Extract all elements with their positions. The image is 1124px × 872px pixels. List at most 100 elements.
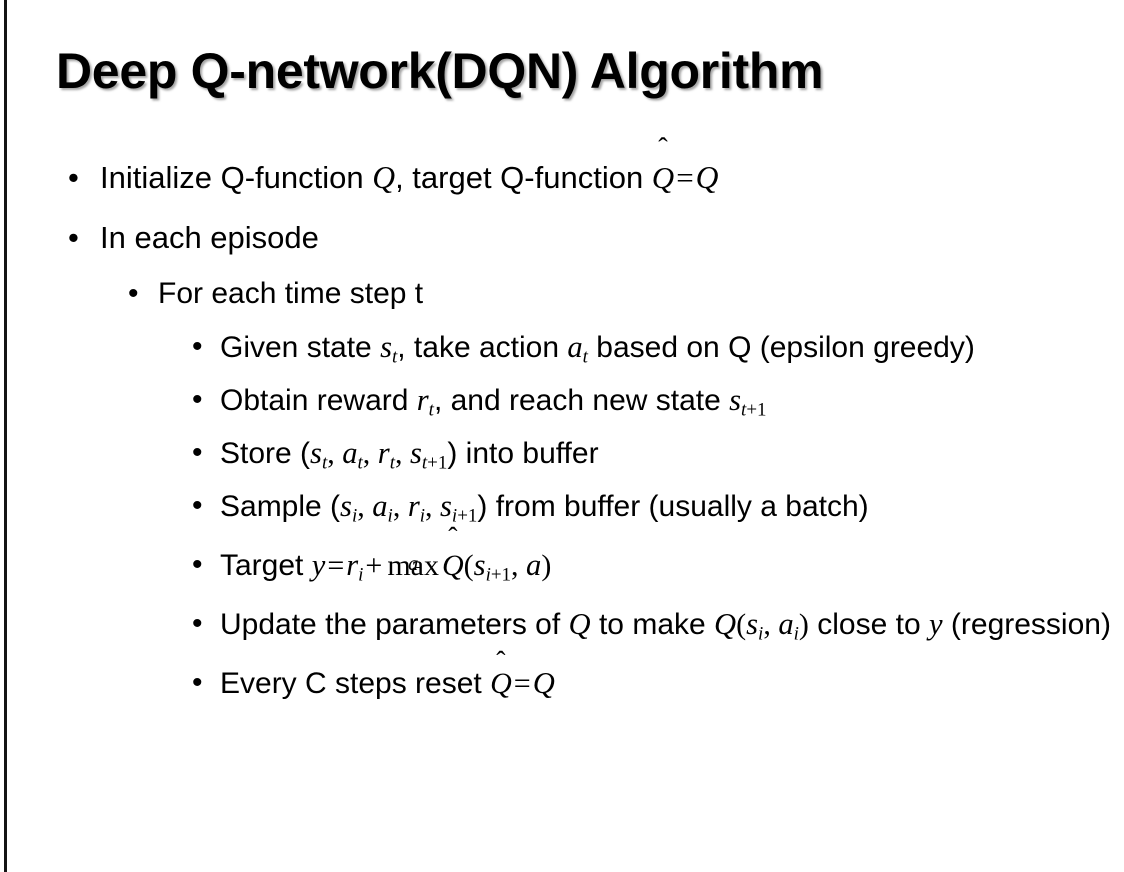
- list-item-text: In each episode: [100, 220, 319, 255]
- math-symbol: s: [473, 548, 486, 582]
- math-subscript: i+1: [452, 505, 477, 526]
- bullet-marker-icon: •: [192, 607, 203, 640]
- math-symbol: s: [380, 330, 392, 364]
- text-fragment: ) from buffer (usually a batch): [477, 490, 869, 523]
- text-fragment: Obtain reward: [220, 384, 417, 417]
- text-fragment: Given state: [220, 331, 381, 364]
- math-subscript: i: [758, 623, 764, 645]
- math-q: Q: [714, 607, 737, 641]
- bullet-marker-icon: •: [192, 548, 203, 581]
- text-fragment: , and reach new state: [433, 384, 730, 417]
- math-q-hat: ̂Q: [490, 659, 512, 709]
- math-paren-open: (: [463, 549, 474, 582]
- math-symbol: Q: [490, 667, 512, 700]
- math-subscript: i: [419, 505, 425, 527]
- math-s: si+1: [440, 489, 477, 526]
- list-item: • For each time step t: [0, 268, 1124, 320]
- math-symbol: s: [440, 489, 452, 523]
- math-paren-close: ): [541, 549, 552, 582]
- text-fragment: ,: [327, 437, 343, 470]
- math-symbol: s: [729, 383, 742, 417]
- math-paren-close: ): [798, 608, 809, 641]
- math-symbol: r: [407, 489, 420, 523]
- text-fragment: close to: [808, 608, 929, 641]
- math-q-hat: ̂Q: [442, 535, 464, 597]
- math-a: at: [342, 436, 363, 474]
- text-fragment: Target: [220, 549, 312, 582]
- math-q: Q: [372, 160, 396, 195]
- math-r: rt: [377, 436, 395, 474]
- math-symbol: r: [416, 383, 429, 417]
- math-q-hat: ̂Q: [652, 148, 674, 208]
- math-symbol: Q: [442, 549, 464, 582]
- math-subscript-offset: +1: [490, 564, 512, 586]
- math-subscript: i: [387, 505, 393, 527]
- list-item-text: Obtain reward rt, and reach new state st…: [220, 375, 1124, 426]
- bullet-marker-icon: •: [128, 277, 139, 310]
- math-equals: =: [676, 160, 694, 195]
- math-q: Q: [568, 607, 591, 641]
- page-title: Deep Q-network(DQN) Algorithm: [56, 43, 824, 99]
- math-subscript-offset: +1: [746, 399, 767, 421]
- math-symbol: r: [346, 548, 359, 582]
- math-subscript: t: [357, 452, 363, 474]
- bullet-list: • Initialize Q-function Q, target Q-func…: [0, 148, 1124, 709]
- list-item-text: Target y=ri+maxâQ(si+1, a): [220, 534, 1124, 597]
- list-item: • Initialize Q-function Q, target Q-func…: [0, 148, 1124, 208]
- list-item: • Store (st, at, rt, st+1) into buffer: [0, 428, 1124, 479]
- list-item: • Every C steps reset ̂Q=Q: [0, 658, 1124, 709]
- list-item-text: Given state st, take action at based on …: [220, 322, 1124, 373]
- math-a: ai: [372, 489, 393, 527]
- math-y: y: [928, 607, 943, 641]
- text-fragment: ,: [394, 437, 410, 470]
- math-subscript: i: [351, 505, 358, 527]
- math-r: rt: [416, 383, 434, 421]
- math-a: at: [567, 330, 588, 366]
- math-a: a: [526, 548, 542, 582]
- text-fragment: ,: [357, 490, 373, 523]
- list-item: • In each episode: [0, 208, 1124, 268]
- bullet-marker-icon: •: [192, 383, 203, 416]
- list-item: • Given state st, take action at based o…: [0, 322, 1124, 373]
- math-subscript: i: [793, 623, 799, 645]
- math-subscript-offset: +1: [427, 452, 448, 474]
- math-subscript: t+1: [741, 399, 766, 420]
- math-subscript: t+1: [422, 452, 447, 473]
- math-symbol: s: [340, 489, 352, 523]
- math-symbol: a: [372, 489, 388, 523]
- math-symbol: r: [377, 436, 390, 470]
- text-fragment: to make: [590, 608, 715, 641]
- list-item-text: Store (st, at, rt, st+1) into buffer: [220, 428, 1124, 479]
- text-fragment: ,: [362, 437, 378, 470]
- text-fragment: ) into buffer: [447, 437, 599, 470]
- math-symbol: a: [778, 607, 794, 641]
- math-subscript: t: [428, 399, 434, 421]
- math-s: si: [340, 489, 358, 527]
- math-plus: +: [365, 549, 383, 582]
- math-subscript: t: [389, 452, 395, 474]
- math-r: ri: [346, 548, 363, 584]
- text-fragment: ,: [425, 490, 440, 523]
- math-symbol: a: [567, 330, 583, 364]
- bullet-marker-icon: •: [68, 220, 79, 255]
- list-item-text: Every C steps reset ̂Q=Q: [220, 658, 1124, 709]
- text-fragment: , target Q-function: [395, 160, 652, 195]
- math-s: st: [380, 330, 397, 366]
- bullet-marker-icon: •: [192, 436, 203, 469]
- math-subscript-index: t: [421, 452, 428, 474]
- math-subscript: t: [321, 452, 328, 474]
- math-symbol: s: [746, 607, 759, 641]
- bullet-marker-icon: •: [68, 160, 79, 195]
- math-equals: =: [327, 549, 345, 582]
- math-equals: =: [513, 667, 531, 700]
- list-item-text: Sample (si, ai, ri, si+1) from buffer (u…: [220, 481, 1124, 532]
- list-item: • Target y=ri+maxâQ(si+1, a): [0, 534, 1124, 597]
- math-symbol: Q: [651, 160, 675, 195]
- math-q: Q: [532, 666, 555, 700]
- math-symbol: s: [409, 436, 422, 470]
- slide-left-border: [4, 0, 7, 872]
- text-fragment: (regression): [942, 608, 1111, 641]
- math-y: y: [311, 548, 326, 582]
- math-subscript-offset: +1: [457, 505, 478, 527]
